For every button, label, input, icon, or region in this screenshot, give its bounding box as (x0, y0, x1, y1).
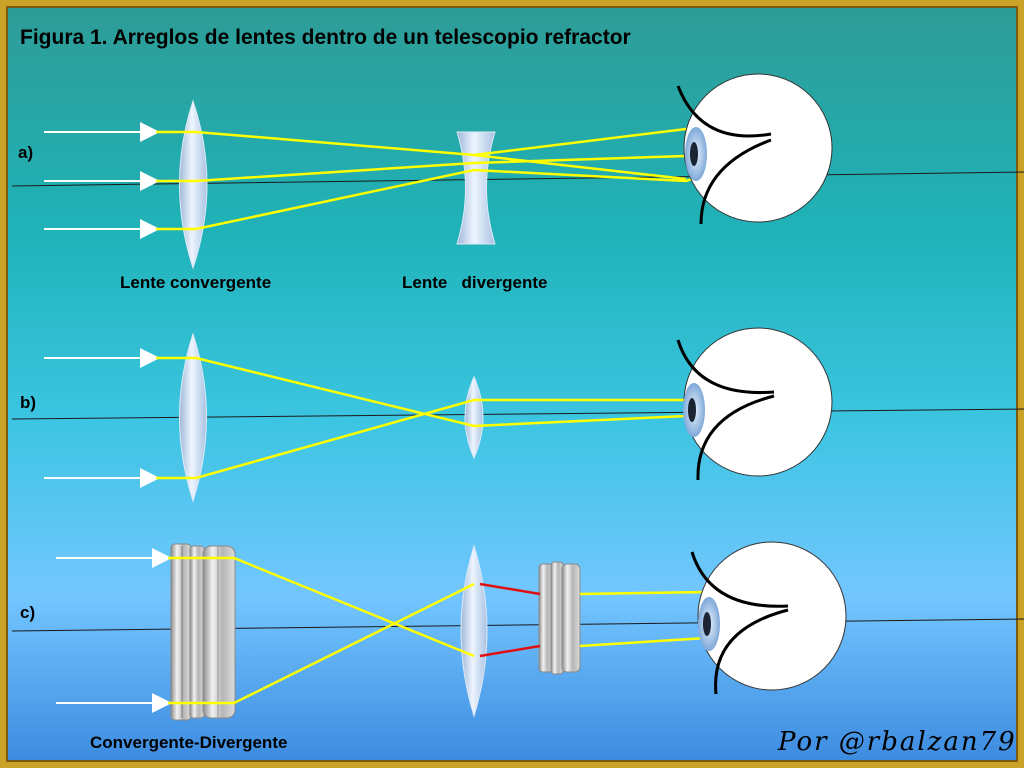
red-rays-c (479, 582, 541, 658)
converging-lens-a (179, 99, 208, 270)
objective-lens-assembly-c (170, 543, 236, 721)
optical-axis-a (11, 171, 1024, 187)
lower-eyelid (714, 608, 789, 695)
panel-c-marker: c) (20, 603, 35, 622)
lens-ring (202, 545, 236, 719)
upper-eyelid (676, 85, 772, 138)
incoming-arrows-b (44, 348, 160, 488)
pupil (690, 142, 698, 166)
optical-axis-c (11, 618, 1024, 632)
eyeball (683, 73, 833, 223)
lens-ring (550, 561, 564, 675)
telescope-diagram: Figura 1. Arreglos de lentes dentro de u… (11, 26, 1024, 757)
eye-a (676, 73, 833, 225)
objective-lens-b (179, 332, 207, 503)
incoming-arrows-a (44, 122, 160, 239)
lower-eyelid (699, 138, 772, 225)
pupil (688, 398, 696, 422)
panel-b-marker: b) (20, 393, 36, 412)
optical-axis-b (11, 408, 1024, 420)
label-diverging-lens: Lente divergente (402, 273, 547, 292)
lens-ring (561, 563, 581, 673)
lower-eyelid (696, 394, 775, 481)
upper-eyelid (676, 339, 775, 395)
label-converging-diverging: Convergente-Divergente (90, 733, 287, 752)
lens-ring (170, 543, 192, 721)
eyepiece-assembly-c (538, 561, 581, 675)
upper-eyelid (690, 551, 789, 608)
eye-b (676, 327, 833, 481)
middle-lens-c (460, 544, 488, 718)
panel-b: b) (11, 327, 1024, 503)
pupil (703, 612, 711, 636)
eyepiece-lens-b (464, 375, 484, 460)
author-credit: Por @rbalzan79 (777, 727, 1017, 757)
eye-c (690, 541, 847, 695)
panel-a: a) Lente convergente Lente divergente (11, 73, 1024, 292)
incoming-arrows-c (56, 548, 172, 713)
lens-ring (189, 545, 205, 719)
figure-title: Figura 1. Arreglos de lentes dentro de u… (20, 26, 631, 49)
panel-c: c) (11, 541, 1024, 752)
panel-a-marker: a) (18, 143, 33, 162)
diverging-lens-a (456, 131, 496, 245)
label-converging-lens: Lente convergente (120, 273, 271, 292)
